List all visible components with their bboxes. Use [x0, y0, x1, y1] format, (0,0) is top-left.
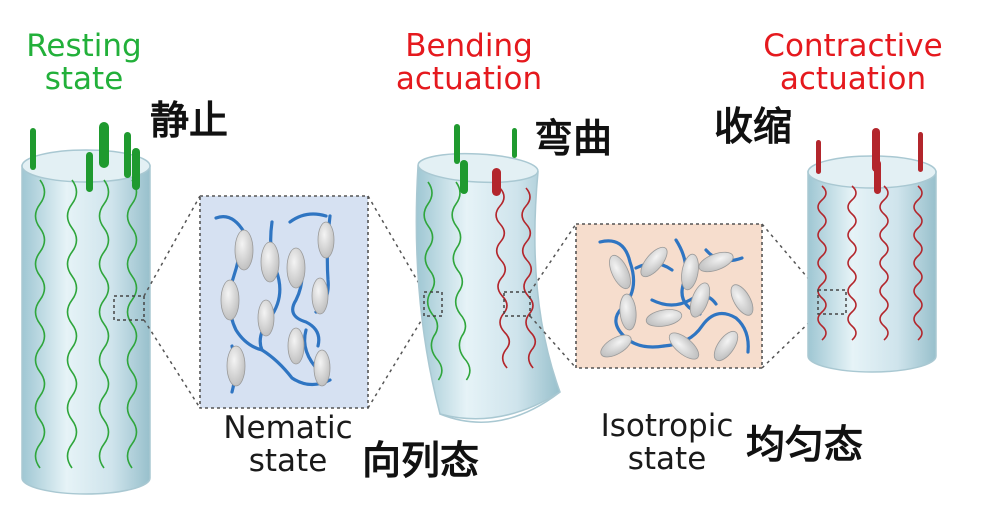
wire-pattern [451, 181, 471, 381]
isotropic-label-line2: state [627, 440, 707, 477]
resting-state-label: Resting state [20, 30, 148, 95]
resting-zh-label: 静止 [150, 99, 229, 144]
bending-cylinder [415, 124, 561, 423]
wire-pattern [66, 179, 78, 469]
isotropic-zoom-lines-left [529, 223, 577, 369]
bending-zoom-marker-left [423, 291, 443, 317]
isotropic-mesogens [600, 246, 754, 362]
bending-zoom-lines-left [367, 195, 425, 409]
wire-pattern [913, 185, 923, 341]
contractive-label-line1: Contractive [763, 28, 943, 64]
bending-rods-icon [454, 124, 517, 196]
resting-cylinder [21, 122, 151, 495]
bending-zoom-marker-right [503, 291, 531, 317]
wire-pattern [126, 179, 138, 469]
contractive-label-line2: actuation [779, 60, 927, 97]
bending-actuation-label: Bending actuation [384, 30, 554, 95]
wire-pattern [817, 185, 827, 341]
isotropic-inset [575, 223, 763, 369]
wire-pattern [847, 185, 857, 341]
isotropic-label-line1: Isotropic [600, 408, 734, 444]
bending-zh-label: 弯曲 [534, 117, 613, 162]
bending-label-line1: Bending [405, 28, 533, 64]
wire-pattern [521, 187, 537, 369]
nematic-zh-label: 向列态 [362, 439, 480, 484]
nematic-state-label: Nematic state [210, 412, 366, 477]
resting-label-line2: state [44, 60, 124, 97]
wire-pattern [34, 179, 46, 469]
contractive-zoom-marker [817, 289, 847, 315]
contractive-cylinder [807, 128, 937, 373]
nematic-inset [199, 195, 369, 409]
isotropic-zh-label: 均匀态 [746, 423, 864, 468]
nematic-label-line1: Nematic [223, 410, 353, 446]
nematic-mesogens [220, 221, 335, 387]
wire-pattern [423, 181, 443, 381]
nematic-label-line2: state [248, 442, 328, 479]
wire-pattern [495, 187, 511, 369]
contractive-zh-label: 收缩 [714, 105, 793, 150]
bending-label-line2: actuation [395, 60, 543, 97]
contractive-rods-icon [816, 128, 923, 194]
resting-label-line1: Resting [26, 28, 142, 64]
wire-pattern [879, 185, 889, 341]
resting-rods-icon [30, 122, 140, 192]
resting-zoom-marker [113, 295, 145, 321]
contractive-actuation-label: Contractive actuation [752, 30, 954, 95]
wire-pattern [98, 179, 110, 469]
nematic-zoom-lines [143, 195, 201, 409]
isotropic-state-label: Isotropic state [586, 410, 748, 475]
